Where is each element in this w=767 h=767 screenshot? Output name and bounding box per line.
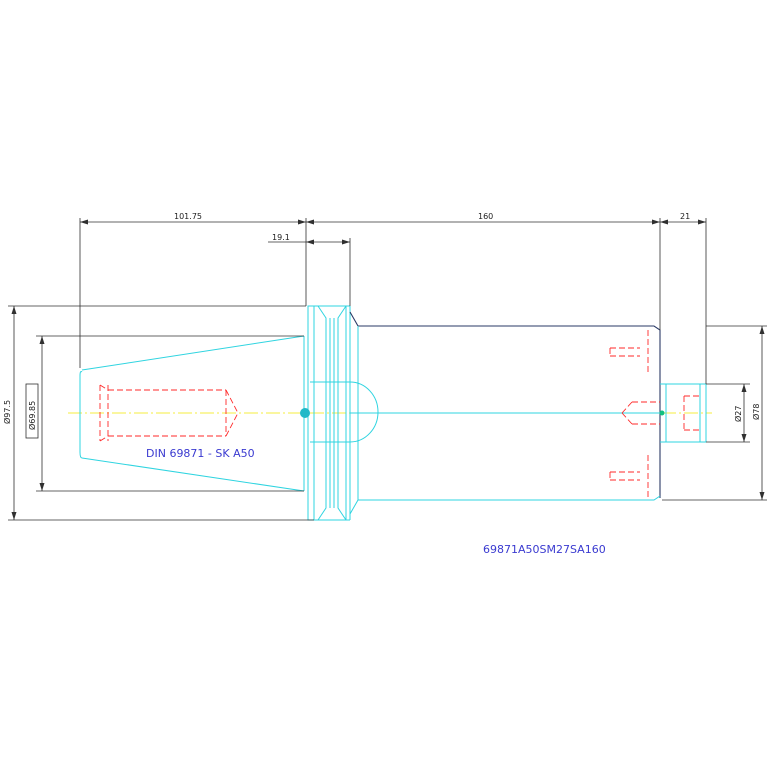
dim-taper-length: 101.75 [174, 212, 202, 221]
dimensions: 101.75 160 21 19.1 Ø97.5 Ø69.85 Ø27 [2, 212, 767, 521]
key-slot [310, 381, 379, 443]
dim-taper-diameter: Ø69.85 [27, 401, 37, 430]
dim-pilot-length: 21 [680, 212, 690, 221]
pilot-center-point [659, 410, 665, 416]
taper-shank [79, 335, 309, 492]
dim-body-diameter: Ø78 [751, 404, 761, 420]
center-point [300, 408, 310, 418]
part-number: 69871A50SM27SA160 [483, 543, 606, 556]
standard-label: DIN 69871 - SK A50 [146, 447, 255, 460]
dim-flange-width: 19.1 [272, 233, 290, 242]
dim-flange-diameter: Ø97.5 [2, 400, 12, 424]
pilot [659, 383, 707, 443]
tool-body [349, 311, 661, 515]
screw-holes-hidden [609, 330, 660, 498]
taper-bore-hidden [99, 384, 239, 442]
dim-body-length: 160 [478, 212, 493, 221]
dim-pilot-diameter: Ø27 [733, 406, 743, 422]
flange [300, 305, 379, 521]
